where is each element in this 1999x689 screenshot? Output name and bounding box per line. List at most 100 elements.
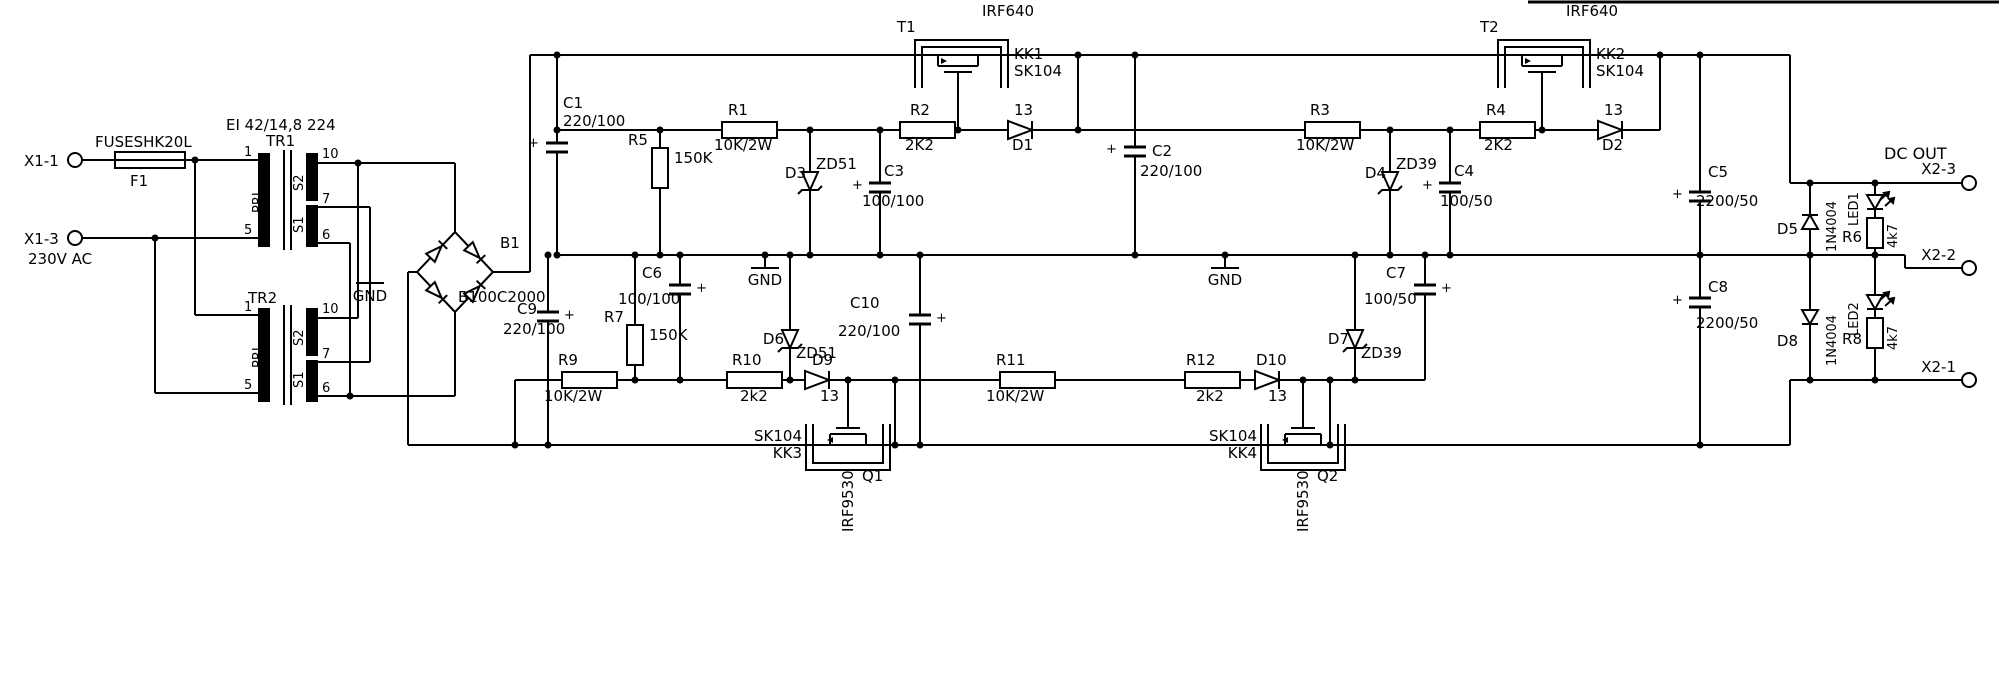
capacitor-c7 [1414, 283, 1436, 296]
resistor-r9 [561, 371, 618, 389]
resistor-r7 [626, 324, 644, 366]
r9-ref-label: R9 [558, 351, 578, 369]
r3-ref-label: R3 [1310, 101, 1330, 119]
c3-polarity-sign: + [852, 178, 863, 193]
r4-value-label: 2K2 [1484, 136, 1513, 154]
r11-value-label: 10K/2W [986, 387, 1045, 405]
led2-label: LED2 [1847, 302, 1862, 336]
heatsink-kk3 [805, 424, 891, 471]
mosfet-t2 [1497, 39, 1591, 130]
c8-value-label: 2200/50 [1696, 314, 1758, 332]
x1-3-label: X1-3 [24, 230, 59, 248]
diode-d5 [1800, 212, 1820, 230]
label-group: X1-1 X1-3 230V AC FUSESHK20L F1 EI 42/14… [24, 2, 1956, 532]
zener-d4 [1377, 171, 1403, 195]
gnd-label-2: GND [1208, 271, 1242, 289]
d1-ref-label: D1 [1012, 136, 1033, 154]
core-type-label: EI 42/14,8 224 [226, 116, 336, 134]
c8-ref-label: C8 [1708, 278, 1728, 296]
c1-value-label: 220/100 [563, 112, 625, 130]
r11-ref-label: R11 [996, 351, 1026, 369]
heatsink-kk2 [1497, 39, 1591, 88]
tr2-pin1-label: 1 [244, 300, 252, 315]
d6-ref-label: D6 [763, 330, 784, 348]
d5-ref-label: D5 [1777, 220, 1798, 238]
resistor-r10 [726, 371, 783, 389]
r10-ref-label: R10 [732, 351, 762, 369]
d9-value-label: 13 [820, 387, 839, 405]
mains-voltage-label: 230V AC [28, 250, 92, 268]
capacitor-c6 [669, 283, 691, 296]
c10-polarity-sign: + [936, 311, 947, 326]
wire-secondary-bridge [318, 55, 531, 445]
c5-polarity-sign: + [1672, 187, 1683, 202]
q2-ref-label: Q2 [1317, 467, 1338, 485]
diode-d1 [1007, 119, 1035, 141]
c7-ref-label: C7 [1386, 264, 1406, 282]
wire-input [82, 159, 258, 394]
d10-ref-label: D10 [1256, 351, 1287, 369]
c1-ref-label: C1 [563, 94, 583, 112]
terminal-group [67, 152, 1977, 388]
terminal-x2-2 [1961, 260, 1977, 276]
c3-value-label: 100/100 [862, 192, 924, 210]
d4-ref-label: D4 [1365, 164, 1386, 182]
tr2-pin7-label: 7 [322, 347, 330, 362]
junction-dots [151, 51, 1879, 449]
t2-ref-label: T2 [1479, 18, 1499, 36]
c6-ref-label: C6 [642, 264, 662, 282]
r10-value-label: 2k2 [740, 387, 768, 405]
diode-d2 [1597, 119, 1625, 141]
wire-top-rail [530, 54, 1962, 255]
terminal-x1-1 [67, 152, 83, 168]
t2-part-label: IRF640 [1566, 2, 1618, 20]
tr1-s1-label: S1 [292, 216, 307, 233]
tr1-label: TR1 [265, 132, 295, 150]
r4-ref-label: R4 [1486, 101, 1506, 119]
resistor-r1 [721, 121, 778, 139]
c9-ref-label: C9 [517, 300, 537, 318]
diode-group [777, 119, 1896, 391]
d1-value-label: 13 [1014, 101, 1033, 119]
tr1-pin5-label: 5 [244, 223, 252, 238]
resistor-r4 [1479, 121, 1536, 139]
d6-value-label: ZD51 [796, 344, 837, 362]
wire-gate-line-bottom [514, 255, 1426, 445]
r9-value-label: 10K/2W [544, 387, 603, 405]
transistor-group [805, 39, 1591, 471]
kk4-label: KK4 [1228, 444, 1257, 462]
kk2-label: KK2 [1596, 45, 1625, 63]
capacitor-c8 [1689, 296, 1711, 309]
capacitor-c5 [1689, 190, 1711, 203]
diode-d8 [1800, 309, 1820, 327]
diode-d9 [804, 369, 832, 391]
tr1-pin7-label: 7 [322, 192, 330, 207]
q2-part-label: IRF9530 [1294, 470, 1312, 532]
c4-polarity-sign: + [1422, 178, 1433, 193]
q1-part-label: IRF9530 [839, 470, 857, 532]
r8-ref-label: R8 [1842, 330, 1862, 348]
kk4-type-label: SK104 [1209, 427, 1257, 445]
capacitor-c10 [909, 313, 931, 326]
c3-ref-label: C3 [884, 162, 904, 180]
r1-ref-label: R1 [728, 101, 748, 119]
capacitor-c1 [546, 141, 568, 154]
x2-3-label: X2-3 [1921, 160, 1956, 178]
d4-value-label: ZD39 [1396, 155, 1437, 173]
fuse-f1 [114, 151, 186, 169]
kk3-label: KK3 [773, 444, 802, 462]
d2-ref-label: D2 [1602, 136, 1623, 154]
r12-ref-label: R12 [1186, 351, 1216, 369]
diode-d10 [1254, 369, 1282, 391]
tr2-s1-label: S1 [292, 371, 307, 388]
r8-value-label: 4k7 [1886, 326, 1901, 350]
tr2-s2-label: S2 [292, 329, 307, 346]
tr1-pri-label: PRI [251, 192, 266, 213]
c5-ref-label: C5 [1708, 163, 1728, 181]
mosfet-q2 [1260, 424, 1346, 471]
r12-value-label: 2k2 [1196, 387, 1224, 405]
t1-part-label: IRF640 [982, 2, 1034, 20]
x2-1-label: X2-1 [1921, 358, 1956, 376]
